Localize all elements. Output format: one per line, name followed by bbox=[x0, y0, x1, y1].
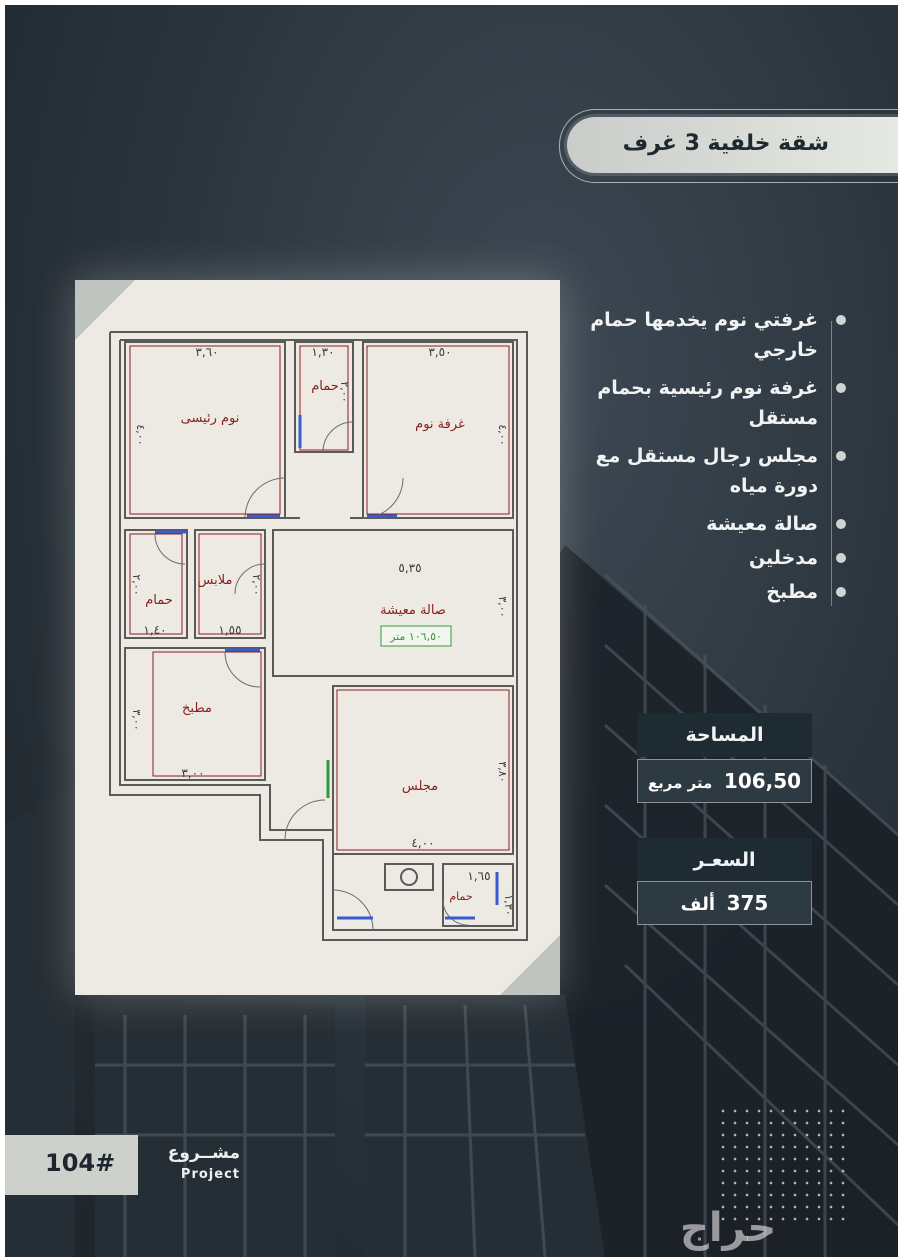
dim-400: ٤,٠٠ bbox=[411, 836, 434, 850]
price-value: 375 bbox=[726, 891, 769, 915]
bullet-icon bbox=[836, 315, 846, 325]
brochure-page: شقة خلفية 3 غرف bbox=[5, 5, 898, 1257]
dim-140: ١,٤٠ bbox=[143, 623, 166, 637]
dim-535: ٥,٣٥ bbox=[398, 561, 421, 575]
majlis-room bbox=[332, 685, 514, 855]
dim-130: ١,٣٠ bbox=[311, 345, 334, 359]
bullet-icon bbox=[836, 553, 846, 563]
project-number: 104# bbox=[45, 1149, 116, 1177]
dim-v-living: ٣,٠٠ bbox=[496, 596, 509, 617]
page-title: شقة خلفية 3 غرف bbox=[622, 131, 829, 156]
dim-300: ٣,٠٠ bbox=[181, 766, 204, 780]
feature-item: مدخلين bbox=[578, 543, 846, 573]
label-bath-top: حمام bbox=[311, 379, 339, 394]
label-closet: ملابس bbox=[198, 573, 233, 588]
living-room bbox=[272, 529, 514, 677]
dim-165: ١,٦٥ bbox=[467, 869, 490, 883]
features-list: غرفتي نوم يخدمها حمام خارجي غرفة نوم رئي… bbox=[578, 305, 846, 615]
project-label-ar: مشــروع bbox=[167, 1143, 240, 1163]
price-label: السعـر bbox=[637, 838, 812, 882]
bedroom-room bbox=[362, 341, 514, 519]
living-area-box bbox=[380, 625, 452, 647]
floor-plan-card: نوم رئيسى غرفة نوم حمام حمام ملابس صالة … bbox=[75, 280, 560, 995]
feature-item: غرفة نوم رئيسية بحمام مستقل bbox=[578, 373, 846, 433]
label-master-bed: نوم رئيسى bbox=[181, 411, 240, 426]
feature-item: مجلس رجال مستقل مع دورة مياه bbox=[578, 441, 846, 501]
dim-350: ٣,٥٠ bbox=[428, 345, 451, 359]
label-living-area: ١٠٦,٥٠ متر bbox=[389, 630, 442, 643]
closet-room bbox=[194, 529, 266, 639]
dim-v-master: ٤,٠٠ bbox=[134, 424, 147, 445]
dim-v-bathleft: ٢,٠٠ bbox=[130, 574, 143, 595]
dim-155: ١,٥٥ bbox=[218, 623, 241, 637]
bath-top-room bbox=[294, 341, 354, 453]
master-bed-room bbox=[124, 341, 286, 519]
area-value-box: 106,50 متر مربع bbox=[637, 759, 812, 803]
area-label: المساحة bbox=[637, 713, 812, 757]
dim-v-bathbot: ١,٣٠ bbox=[502, 894, 515, 915]
dim-360: ٣,٦٠ bbox=[195, 345, 218, 359]
area-value: 106,50 bbox=[723, 769, 802, 793]
feature-item: صالة معيشة bbox=[578, 509, 846, 539]
card-corner-top-left bbox=[75, 280, 135, 340]
project-number-box: 104# bbox=[5, 1135, 138, 1195]
card-corner-bottom-right bbox=[500, 935, 560, 995]
dim-v-kitchen: ٣,٠٠ bbox=[130, 709, 143, 730]
label-bedroom: غرفة نوم bbox=[415, 417, 465, 432]
label-bath-bottom: حمام bbox=[449, 890, 472, 903]
bullet-icon bbox=[836, 519, 846, 529]
bullet-icon bbox=[836, 451, 846, 461]
price-value-box: 375 ألف bbox=[637, 881, 812, 925]
bath-left-room bbox=[124, 529, 188, 639]
label-kitchen: مطبخ bbox=[182, 701, 212, 716]
features-divider bbox=[831, 321, 832, 606]
dot-pattern bbox=[717, 1105, 847, 1225]
label-majlis: مجلس bbox=[402, 779, 438, 794]
dim-v-bed: ٤,٠٠ bbox=[496, 424, 509, 445]
feature-item: مطبخ bbox=[578, 577, 846, 607]
floor-plan: نوم رئيسى غرفة نوم حمام حمام ملابس صالة … bbox=[109, 331, 528, 941]
bullet-icon bbox=[836, 587, 846, 597]
dim-v-bathtop: ٢,٠٠ bbox=[338, 381, 351, 402]
label-bath-left: حمام bbox=[145, 593, 173, 608]
area-unit: متر مربع bbox=[647, 774, 713, 792]
bath-bottom-room bbox=[442, 863, 514, 927]
label-living: صالة معيشة bbox=[380, 603, 446, 618]
dim-v-majlis: ٣,٨٠ bbox=[496, 761, 509, 782]
dim-v-closet: ٢,٠٠ bbox=[250, 574, 263, 595]
watermark-logo: حراج bbox=[680, 1205, 777, 1251]
sink-box bbox=[384, 863, 434, 891]
kitchen-room bbox=[124, 647, 266, 781]
outer-wall bbox=[109, 331, 528, 941]
feature-item: غرفتي نوم يخدمها حمام خارجي bbox=[578, 305, 846, 365]
title-banner: شقة خلفية 3 غرف bbox=[559, 109, 898, 183]
bullet-icon bbox=[836, 383, 846, 393]
project-label-en: Project bbox=[180, 1167, 240, 1182]
price-unit: ألف bbox=[680, 894, 716, 915]
